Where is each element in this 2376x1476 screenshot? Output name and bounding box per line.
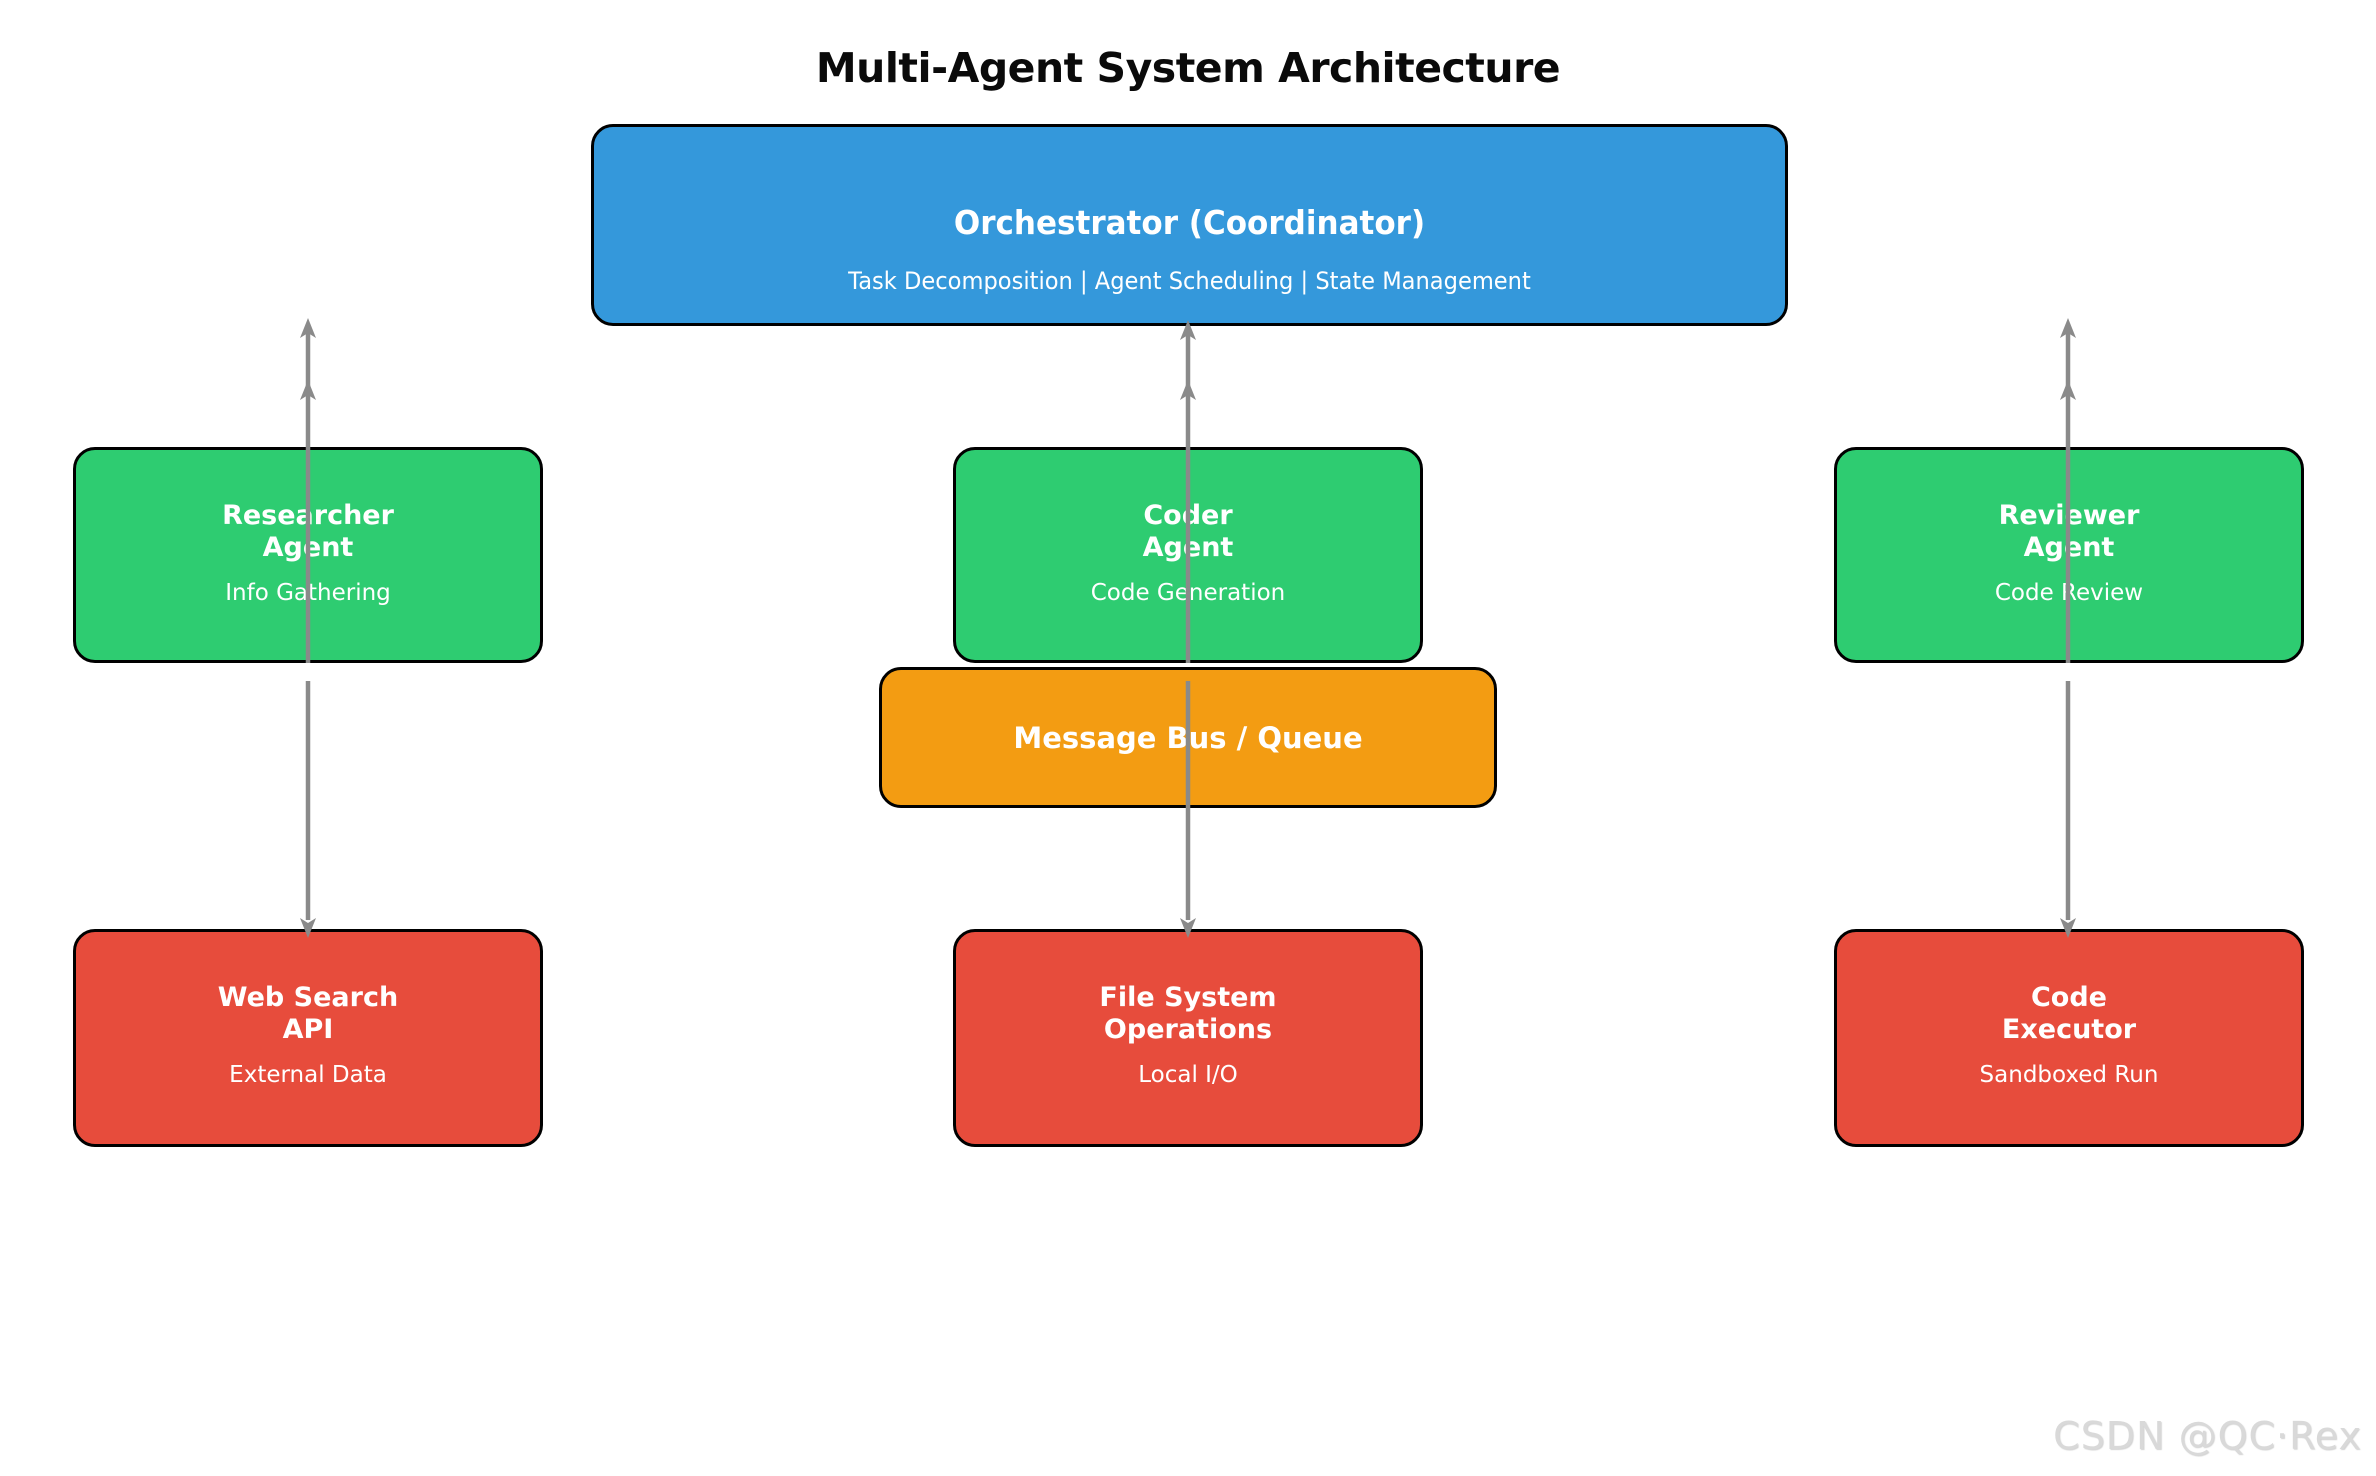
coder-agent-title-line1: Coder: [1143, 500, 1233, 531]
reviewer-agent-title-line1: Reviewer: [1998, 500, 2140, 531]
coder-agent-box: Coder Agent Code Generation: [953, 447, 1423, 663]
researcher-agent-subtitle: Info Gathering: [225, 580, 391, 606]
reviewer-agent-title: Reviewer Agent: [1837, 500, 2301, 564]
reviewer-agent-subtitle: Code Review: [1994, 580, 2144, 606]
web-search-api-box: Web Search API External Data: [73, 929, 543, 1147]
researcher-agent-title: Researcher Agent: [76, 500, 540, 564]
coder-agent-title-line2: Agent: [1142, 531, 1234, 563]
code-executor-title-line2: Executor: [2001, 1013, 2137, 1045]
researcher-agent-title-line1: Researcher: [222, 500, 394, 531]
code-executor-title: Code Executor: [1837, 982, 2301, 1046]
file-system-operations-title: File System Operations: [956, 982, 1420, 1046]
file-system-operations-box: File System Operations Local I/O: [953, 929, 1423, 1147]
up-arrowhead-icon: [2060, 380, 2076, 400]
coder-agent-subtitle: Code Generation: [1090, 580, 1286, 606]
orchestrator-box: Orchestrator (Coordinator) Task Decompos…: [591, 124, 1788, 326]
up-arrowhead-icon: [300, 318, 316, 338]
web-search-api-subtitle: External Data: [229, 1062, 387, 1088]
file-system-operations-title-line2: Operations: [1103, 1013, 1273, 1045]
message-bus-box: Message Bus / Queue: [879, 667, 1497, 808]
web-search-api-title: Web Search API: [76, 982, 540, 1046]
file-system-operations-subtitle: Local I/O: [1138, 1062, 1238, 1088]
code-executor-box: Code Executor Sandboxed Run: [1834, 929, 2304, 1147]
researcher-agent-box: Researcher Agent Info Gathering: [73, 447, 543, 663]
orchestrator-title: Orchestrator (Coordinator): [953, 203, 1426, 242]
page-title: Multi-Agent System Architecture: [815, 44, 1561, 92]
code-executor-subtitle: Sandboxed Run: [1979, 1062, 2159, 1088]
up-arrowhead-icon: [2060, 318, 2076, 338]
up-arrowhead-icon: [300, 380, 316, 400]
code-executor-title-line1: Code: [2030, 982, 2107, 1013]
up-arrowhead-icon: [1180, 380, 1196, 400]
orchestrator-subtitle: Task Decomposition | Agent Scheduling | …: [848, 267, 1531, 295]
web-search-api-title-line2: API: [282, 1013, 334, 1045]
web-search-api-title-line1: Web Search: [217, 982, 399, 1013]
message-bus-label: Message Bus / Queue: [1013, 720, 1363, 755]
file-system-operations-title-line1: File System: [1099, 982, 1277, 1013]
researcher-agent-title-line2: Agent: [262, 531, 354, 563]
reviewer-agent-title-line2: Agent: [2023, 531, 2115, 563]
coder-agent-title: Coder Agent: [956, 500, 1420, 564]
reviewer-agent-box: Reviewer Agent Code Review: [1834, 447, 2304, 663]
watermark: CSDN @QC·Rex: [2053, 1414, 2362, 1458]
